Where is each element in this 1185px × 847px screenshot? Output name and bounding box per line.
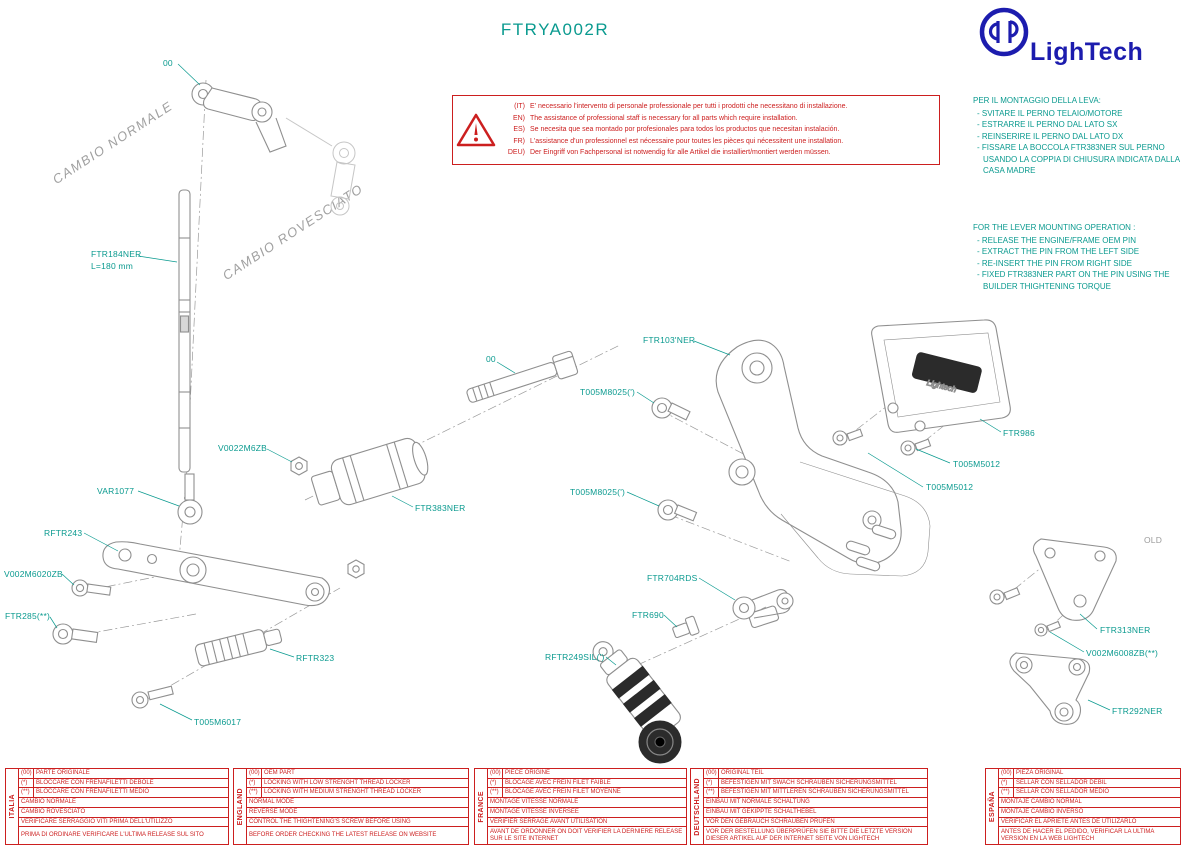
part-label: V002M6008ZB(**) (1086, 648, 1158, 658)
legend-row: AVANT DE ORDONNER ON DOIT VERIFIER LA DE… (487, 826, 687, 845)
part-oem-pin-bolt (466, 350, 579, 403)
legend-row: ANTES DE HACER EL PEDIDO, VERIFICAR LA U… (998, 826, 1181, 845)
part-label: V002M6020ZB (4, 569, 63, 579)
part-label: VAR1077 (97, 486, 135, 496)
legend-table-england: ENGLAND (00)OEM PART (*)LOCKING WITH LOW… (233, 768, 469, 845)
legend-lang-label: ENGLAND (233, 768, 247, 845)
part-label: 00 (486, 354, 496, 364)
legend-lang-label: FRANCE (474, 768, 488, 845)
part-label: V0022M6ZB (218, 443, 268, 453)
instructions-title-it: PER IL MONTAGGIO DELLA LEVA: (973, 96, 1101, 105)
part-t005m6017-screw (131, 685, 174, 709)
part-label: FTR986 (1003, 428, 1035, 438)
label-leader-lines (49, 63, 1111, 721)
instruction-item: - ESTRARRE IL PERNO DAL LATO SX (977, 120, 1118, 129)
part-label: T005M8025(') (580, 387, 636, 397)
legend-row: PRIMA DI ORDINARE VERIFICARE L'ULTIMA RE… (18, 826, 229, 845)
part-label: FTR690 (632, 610, 664, 620)
instructions-title-en: FOR THE LEVER MOUNTING OPERATION : (973, 223, 1136, 232)
part-v0022m6zb-nut-upper (290, 456, 308, 476)
part-ftr1031ner-bracket (715, 339, 931, 577)
legend-table-france: FRANCE (00)PIECE ORIGINE (*)BLOCAGE AVEC… (474, 768, 687, 845)
part-label: FTR313NER (1100, 625, 1151, 635)
part-ftr184ner-rod (178, 189, 191, 473)
logo-wordmark: LighTech (1030, 38, 1144, 66)
part-label: RFTR323 (296, 653, 335, 663)
instruction-item: - RELEASE THE ENGINE/FRAME OEM PIN (977, 235, 1136, 245)
part-label: FTR704RDS (647, 573, 698, 583)
part-t005m8025-screw-upper (651, 397, 691, 421)
warning-line: ES)Se necesita que sea montado por profe… (513, 126, 840, 134)
part-t005m5012-screw-b (900, 438, 932, 456)
legend-row: VOR DER BESTELLUNG ÜBERPRÜFEN SIE BITTE … (703, 826, 928, 845)
instruction-item: - SVITARE IL PERNO TELAIO/MOTORE (977, 108, 1123, 118)
old-section-label: OLD (1144, 535, 1163, 545)
part-v002m6008zb-screws (989, 587, 1062, 637)
warning-line: EN)The assistance of professional staff … (512, 114, 798, 122)
part-rftr323-peg (194, 628, 283, 667)
legend-table-espana: ESPAÑA (00)PIEZA ORIGINAL (*)SELLAR CON … (985, 768, 1181, 845)
part-rftr243-lever (102, 541, 365, 607)
instruction-item: - EXTRACT THE PIN FROM THE LEFT SIDE (977, 247, 1140, 256)
warning-triangle-icon (453, 112, 499, 148)
mounting-instructions-italian: PER IL MONTAGGIO DELLA LEVA: - SVITARE I… (973, 95, 1183, 177)
lightech-logo-icon (979, 7, 1029, 57)
part-label: 00 (163, 58, 173, 68)
mounting-instructions-english: FOR THE LEVER MOUNTING OPERATION : - REL… (973, 222, 1183, 292)
part-label: FTR184NER (91, 249, 142, 259)
instruction-item: - RE-INSERT THE PIN FROM RIGHT SIDE (977, 258, 1132, 268)
part-t005m8025-screw-lower (657, 499, 698, 522)
part-ftr313ner-old-plate (1032, 538, 1117, 621)
ghost-reversed-linkage (285, 117, 356, 216)
part-ftr292ner-old-bracket (1009, 652, 1091, 725)
part-var1077-rod-end (177, 473, 203, 525)
part-label: FTR292NER (1112, 706, 1163, 716)
warning-text: (IT)E' necessario l'intervento di person… (499, 99, 939, 161)
part-label: FTR285(**) (5, 611, 50, 621)
part-v002m6020zb-screw (71, 579, 112, 597)
warning-line: (IT)E' necessario l'intervento di person… (514, 103, 848, 111)
part-ftr704rds-clevis (732, 589, 794, 629)
legend-table-deutschland: DEUTSCHLAND (00)ORIGINAL TEIL (*)BEFESTI… (690, 768, 928, 845)
part-oem-lever (191, 82, 287, 153)
part-label: RFTR249SIL(') (545, 652, 605, 662)
lightech-logo: LighTech (970, 2, 1182, 74)
part-label: T005M6017 (194, 717, 242, 727)
part-label: FTR103'NER (643, 335, 696, 345)
warning-box: (IT)E' necessario l'intervento di person… (452, 95, 940, 165)
part-ftr986-heel-plate: Lightech (871, 319, 1011, 433)
instruction-item: - FISSARE LA BOCCOLA FTR383NER SUL PERNO… (977, 143, 1180, 175)
legend-table-italia: ITALIA (00)PARTE ORIGINALE (*)BLOCCARE C… (5, 768, 229, 845)
part-label: RFTR243 (44, 528, 83, 538)
part-label: FTR383NER (415, 503, 466, 513)
part-label: T005M5012 (953, 459, 1001, 469)
legend-lang-label: ITALIA (5, 768, 19, 845)
part-label: T005M8025(') (570, 487, 626, 497)
page-title: FTRYA002R (500, 20, 610, 39)
legend-row: BEFORE ORDER CHECKING THE LATEST RELEASE… (246, 826, 469, 845)
exploded-drawing: Lightech (49, 63, 1117, 764)
part-t005m5012-screw-a (832, 428, 864, 446)
part-ftr383ner-bushing (310, 437, 429, 506)
part-ftr690-pin (672, 615, 700, 639)
part-label: L=180 mm (91, 261, 133, 271)
part-rftr249sil-peg (592, 641, 682, 764)
warning-line: FR)L'assistance d'un professionnel est n… (513, 137, 844, 145)
warning-line: DEU)Der Eingriff von Fachpersonal ist no… (507, 149, 831, 157)
part-ftr285-screw (52, 623, 99, 645)
instruction-item: - REINSERIRE IL PERNO DAL LATO DX (977, 131, 1124, 141)
instruction-item: - FIXED FTR383NER PART ON THE PIN USING … (977, 270, 1170, 291)
legend-lang-label: ESPAÑA (985, 768, 999, 845)
part-label: T005M5012 (926, 482, 974, 492)
legend-lang-label: DEUTSCHLAND (690, 768, 704, 845)
